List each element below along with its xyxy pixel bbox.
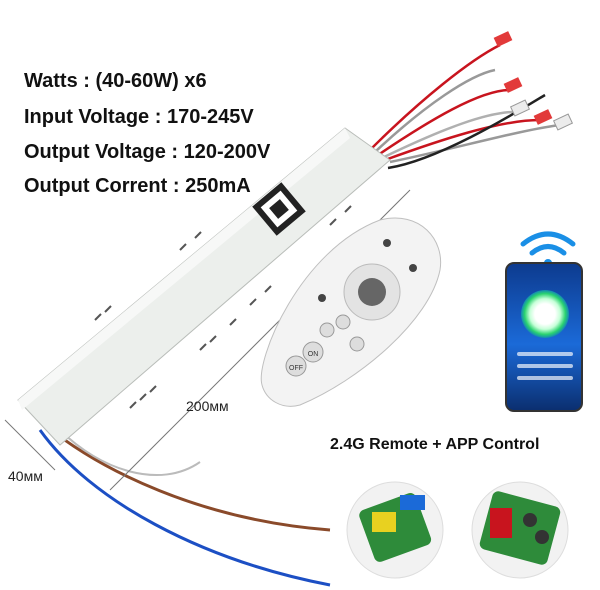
remote-on-button bbox=[302, 341, 324, 363]
spec-output-voltage: Output Voltage : 120-200V bbox=[24, 141, 271, 163]
connectors bbox=[493, 31, 574, 131]
width-dimension-label: 40мм bbox=[8, 468, 43, 484]
remote-off-button bbox=[285, 355, 307, 377]
pcb-board-left bbox=[346, 481, 444, 579]
remote-on-label: ON bbox=[308, 351, 319, 358]
length-dimension-label: 200мм bbox=[186, 398, 229, 414]
remote-off-label: OFF bbox=[289, 365, 303, 372]
spec-watts: Watts : (40-60W) x6 bbox=[24, 70, 207, 92]
remote-control: ON OFF bbox=[260, 217, 442, 407]
smartphone-app bbox=[505, 262, 583, 412]
spec-input-voltage: Input Voltage : 170-245V bbox=[24, 106, 254, 128]
output-wires bbox=[369, 43, 561, 170]
app-color-dial bbox=[521, 290, 569, 338]
input-wires bbox=[38, 423, 331, 587]
spec-output-current: Output Corrent : 250mA bbox=[24, 175, 251, 197]
pcb-board-right bbox=[471, 481, 569, 579]
driver-module bbox=[17, 127, 391, 446]
caption-remote-app-control: 2.4G Remote + APP Control bbox=[330, 436, 540, 453]
